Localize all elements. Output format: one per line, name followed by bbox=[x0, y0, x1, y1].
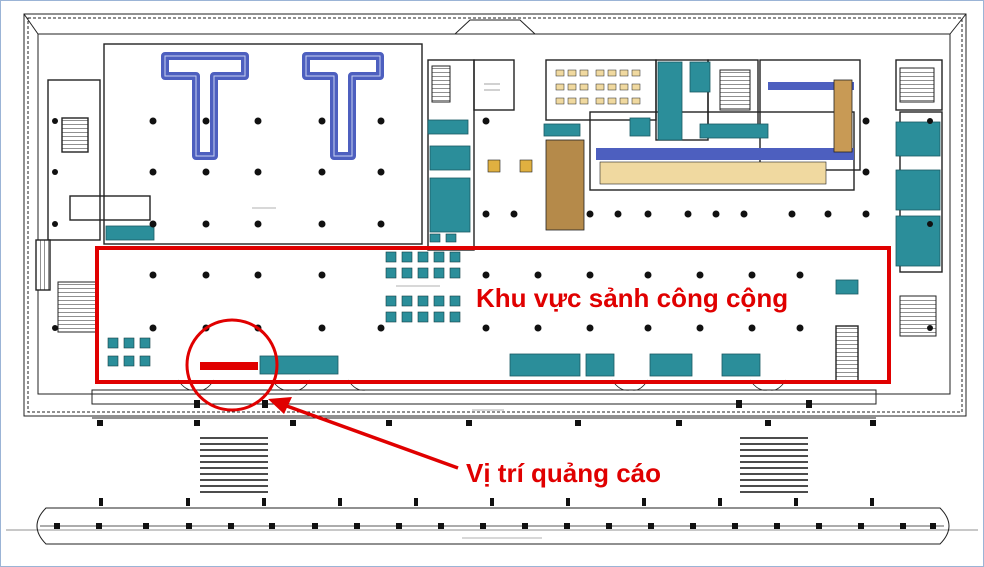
drawing-fine-lines bbox=[252, 83, 542, 539]
front-canopy bbox=[91, 389, 877, 419]
public-hall-highlight bbox=[95, 246, 891, 384]
service-rooms bbox=[105, 61, 941, 377]
island-posts bbox=[54, 498, 936, 529]
ad-position-circle bbox=[185, 318, 279, 412]
carousel-inner-lines bbox=[164, 55, 381, 157]
restaurant-tables bbox=[555, 69, 641, 105]
check-in-conveyor bbox=[596, 82, 854, 185]
counter-block bbox=[833, 79, 853, 153]
curbside-island bbox=[6, 507, 978, 545]
ad-position-label: Vị trí quảng cáo bbox=[466, 458, 661, 488]
public-hall-label: Khu vực sảnh công cộng bbox=[476, 283, 788, 313]
crosswalk-left bbox=[200, 437, 268, 493]
structural-columns bbox=[52, 117, 933, 332]
seating-area bbox=[107, 233, 461, 367]
kiosk-block bbox=[545, 139, 585, 231]
ad-position-arrow bbox=[268, 397, 459, 470]
ad-position-marker bbox=[200, 362, 258, 370]
canopy-columns bbox=[97, 400, 876, 426]
baggage-carousels bbox=[161, 52, 384, 160]
building-envelope bbox=[23, 13, 967, 417]
cafe-tables bbox=[487, 159, 533, 173]
crosswalk-right bbox=[740, 437, 808, 493]
